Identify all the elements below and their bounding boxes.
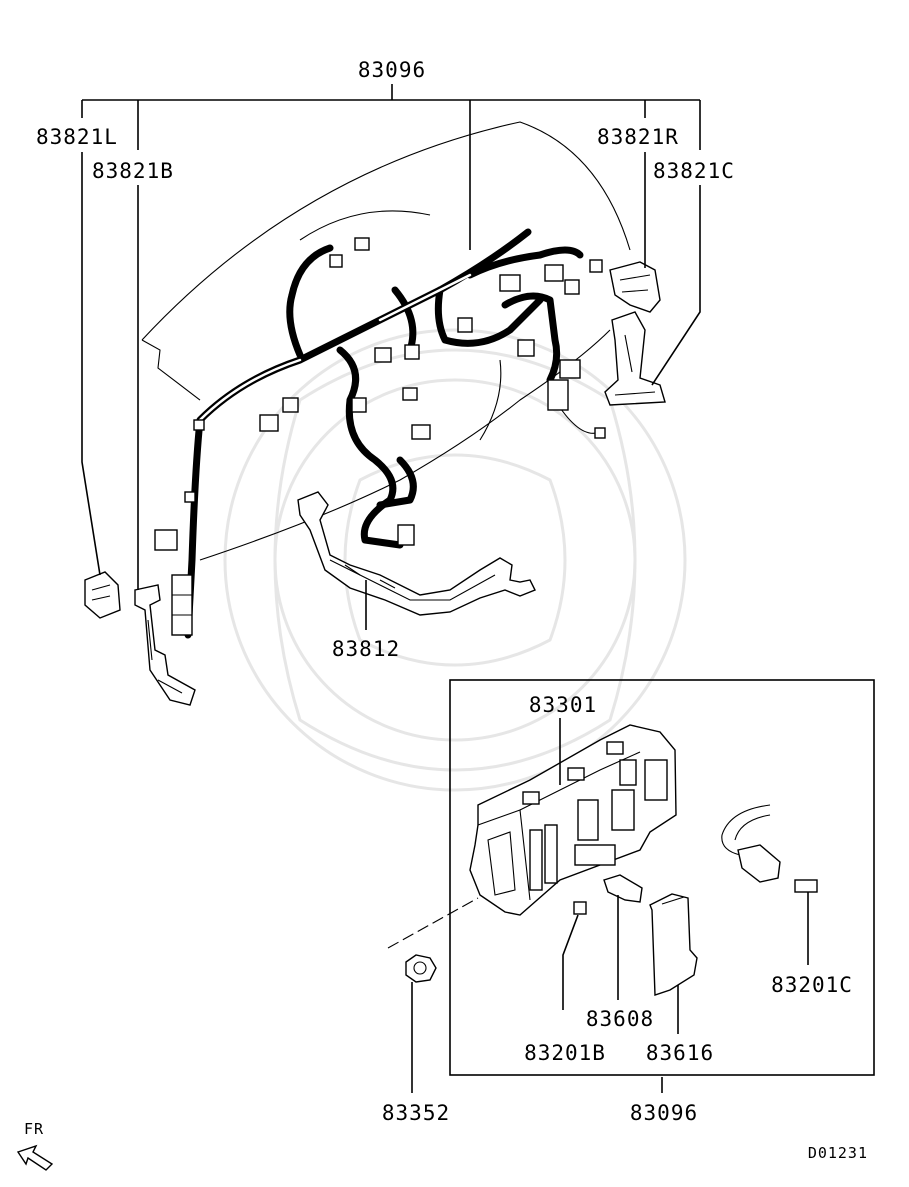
label-fuse-c: 83201C [771, 973, 853, 997]
bracket-83821C [604, 311, 666, 406]
junction-block-inset [449, 679, 875, 1076]
label-bracket-83821B: 83821B [92, 159, 174, 183]
leader-lines [81, 84, 809, 1093]
bracket-83821B [134, 584, 196, 706]
label-fuse-b: 83201B [524, 1041, 606, 1065]
nut-mount-line [387, 897, 479, 949]
harness-connectors [154, 237, 606, 636]
label-sub-harness: 83812 [332, 637, 400, 661]
label-bracket-83821R: 83821R [597, 125, 679, 149]
relay-83608 [603, 874, 643, 903]
sub-harness-83812 [297, 491, 536, 616]
label-harness-top: 83096 [358, 58, 426, 82]
junction-block-83301 [469, 724, 677, 916]
front-direction-arrow-icon [16, 1144, 54, 1171]
label-junction-block: 83301 [529, 693, 597, 717]
watermark-logo [223, 328, 687, 792]
diagram-code: D01231 [808, 1144, 868, 1162]
fuse-83201B [573, 901, 587, 915]
nut-83352 [405, 954, 437, 983]
label-bracket-83821C: 83821C [653, 159, 735, 183]
bracket-83821R [609, 261, 661, 313]
label-cover: 83616 [646, 1041, 714, 1065]
fuse-83201C [721, 804, 818, 893]
label-nut: 83352 [382, 1101, 450, 1125]
bracket-83821L [84, 571, 121, 619]
main-wiring-harness [184, 228, 601, 639]
label-direction: FR [24, 1120, 44, 1138]
label-relay: 83608 [586, 1007, 654, 1031]
cover-83616 [649, 893, 698, 996]
label-bracket-83821L: 83821L [36, 125, 118, 149]
label-harness-bottom: 83096 [630, 1101, 698, 1125]
